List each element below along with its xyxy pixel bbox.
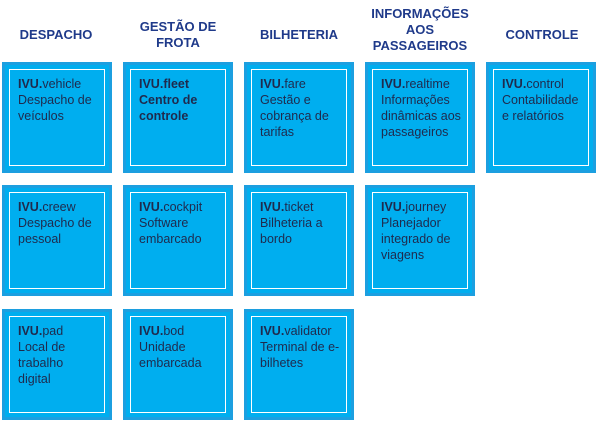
- module-prefix: IVU.: [18, 324, 43, 338]
- header-bilheteria: BILHETERIA: [260, 27, 338, 42]
- module-name: creew: [42, 200, 76, 214]
- module-description: Planejador integrado de viagens: [381, 216, 451, 262]
- module-tile-fleet[interactable]: IVU.fleet Centro de controle: [123, 62, 233, 173]
- tile-content: IVU.ticket Bilheteria a bordo: [251, 192, 347, 289]
- module-prefix: IVU.: [260, 77, 285, 91]
- tile-content: IVU.vehicle Despacho de veículos: [9, 69, 105, 166]
- module-tile-journey[interactable]: IVU.journey Planejador integrado de viag…: [365, 185, 475, 296]
- tile-content: IVU.realtime Informações dinâmicas aos p…: [372, 69, 468, 166]
- module-name: journey: [405, 200, 447, 214]
- tile-content: IVU.journey Planejador integrado de viag…: [372, 192, 468, 289]
- module-description: Informações dinâmicas aos passageiros: [381, 93, 461, 139]
- tile-content: IVU.control Contabilidade e relatórios: [493, 69, 589, 166]
- module-prefix: IVU.: [18, 77, 43, 91]
- module-tile-control[interactable]: IVU.control Contabilidade e relatórios: [486, 62, 596, 173]
- module-description: Local de trabalho digital: [18, 340, 66, 386]
- module-name: bod: [163, 324, 185, 338]
- module-prefix: IVU.: [139, 200, 164, 214]
- module-tile-ticket[interactable]: IVU.ticket Bilheteria a bordo: [244, 185, 354, 296]
- module-prefix: IVU.: [139, 77, 164, 91]
- module-prefix: IVU.: [381, 77, 406, 91]
- module-prefix: IVU.: [260, 324, 285, 338]
- header-informacoes-aos-passageiros: INFORMAÇÕES AOS PASSAGEIROS: [371, 6, 469, 53]
- module-name: pad: [42, 324, 64, 338]
- tile-content: IVU.bod Unidade embarcada: [130, 316, 226, 413]
- module-description: Unidade embarcada: [139, 340, 202, 370]
- module-prefix: IVU.: [139, 324, 164, 338]
- module-tile-vehicle[interactable]: IVU.vehicle Despacho de veículos: [2, 62, 112, 173]
- module-description: Despacho de veículos: [18, 93, 92, 123]
- header-controle: CONTROLE: [505, 27, 579, 42]
- module-tile-bod[interactable]: IVU.bod Unidade embarcada: [123, 309, 233, 420]
- tile-content: IVU.pad Local de trabalho digital: [9, 316, 105, 413]
- module-description: Bilheteria a bordo: [260, 216, 323, 246]
- tile-content: IVU.fare Gestão e cobrança de tarifas: [251, 69, 347, 166]
- module-name: ticket: [284, 200, 314, 214]
- module-tile-realtime[interactable]: IVU.realtime Informações dinâmicas aos p…: [365, 62, 475, 173]
- module-description: Gestão e cobrança de tarifas: [260, 93, 329, 139]
- module-description: Terminal de e-bilhetes: [260, 340, 340, 370]
- module-tile-cockpit[interactable]: IVU.cockpit Software embarcado: [123, 185, 233, 296]
- tile-content: IVU.creew Despacho de pessoal: [9, 192, 105, 289]
- header-gestao-de-frota: GESTÃO DE FROTA: [139, 19, 217, 50]
- module-description: Contabilidade e relatórios: [502, 93, 579, 123]
- module-tile-validator[interactable]: IVU.validator Terminal de e-bilhetes: [244, 309, 354, 420]
- module-description: Despacho de pessoal: [18, 216, 92, 246]
- header-despacho: DESPACHO: [19, 27, 93, 42]
- module-prefix: IVU.: [18, 200, 43, 214]
- module-name: validator: [284, 324, 332, 338]
- module-prefix: IVU.: [381, 200, 406, 214]
- module-prefix: IVU.: [260, 200, 285, 214]
- module-name: realtime: [405, 77, 450, 91]
- module-tile-creew[interactable]: IVU.creew Despacho de pessoal: [2, 185, 112, 296]
- module-prefix: IVU.: [502, 77, 527, 91]
- module-description: Software embarcado: [139, 216, 202, 246]
- module-name: cockpit: [163, 200, 203, 214]
- tile-content: IVU.fleet Centro de controle: [130, 69, 226, 166]
- tile-content: IVU.validator Terminal de e-bilhetes: [251, 316, 347, 413]
- module-name: vehicle: [42, 77, 82, 91]
- module-name: fare: [284, 77, 306, 91]
- module-description: Centro de controle: [139, 93, 198, 123]
- module-tile-pad[interactable]: IVU.pad Local de trabalho digital: [2, 309, 112, 420]
- module-name: control: [526, 77, 564, 91]
- module-tile-fare[interactable]: IVU.fare Gestão e cobrança de tarifas: [244, 62, 354, 173]
- module-name: fleet: [163, 77, 190, 91]
- tile-content: IVU.cockpit Software embarcado: [130, 192, 226, 289]
